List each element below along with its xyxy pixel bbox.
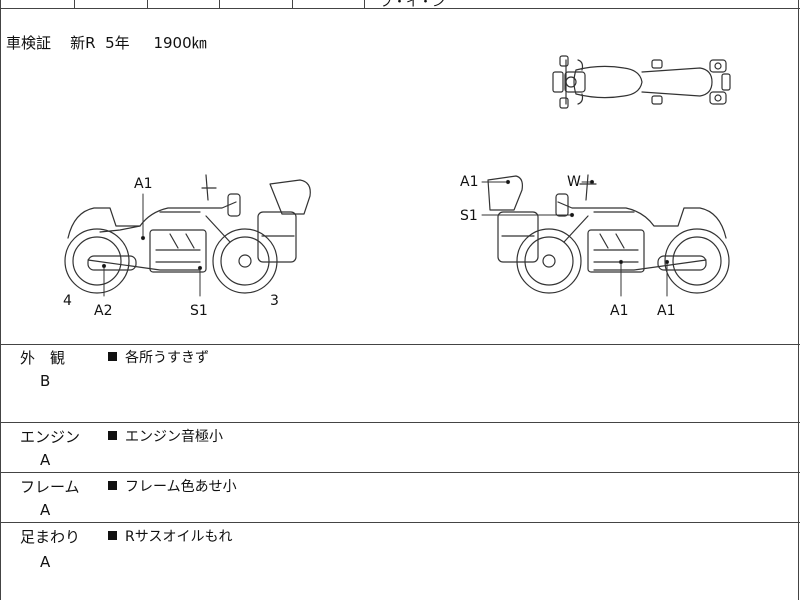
damage-label-s1: S1: [460, 208, 478, 224]
bullet-square-icon: [108, 352, 117, 361]
damage-label-w: W: [567, 174, 581, 190]
top-cell-divider: [364, 0, 365, 8]
condition-note-text: 各所うすきず: [125, 350, 209, 366]
mileage: 1900㎞: [153, 34, 207, 52]
inspection-info: 車検証 新R 5年 1900㎞: [6, 32, 207, 53]
bullet-square-icon: [108, 431, 117, 440]
condition-grade-frame: A: [40, 501, 51, 519]
bullet-square-icon: [108, 531, 117, 540]
condition-category-engine: エンジン: [20, 428, 81, 446]
damage-label-s1: S1: [190, 303, 208, 319]
condition-note-suspension: Rサスオイルもれ: [108, 528, 232, 546]
condition-note-text: エンジン音極小: [125, 429, 223, 445]
top-cell-divider: [292, 0, 293, 8]
motorcycle-left-side-view-icon: [64, 174, 311, 294]
condition-note-text: フレーム色あせ小: [125, 479, 237, 495]
top-strip-bottom-border: [0, 8, 800, 9]
inspection-years: 5年: [105, 34, 130, 52]
damage-leader-lines: [101, 179, 670, 297]
inspection-label: 車検証: [6, 34, 52, 52]
condition-note-exterior: 各所うすきず: [108, 349, 209, 367]
condition-category-exterior: 外 観: [20, 349, 66, 367]
motorcycle-top-view-icon: [552, 55, 731, 109]
condition-note-text: Rサスオイルもれ: [125, 529, 233, 545]
condition-category-frame: フレーム: [20, 478, 80, 496]
motorcycle-damage-diagram: [64, 55, 731, 297]
diagram-bottom-border: [0, 344, 800, 345]
top-cell-divider: [219, 0, 220, 8]
damage-label-a1: A1: [657, 303, 676, 319]
condition-category-suspension: 足まわり: [20, 528, 81, 546]
condition-note-engine: エンジン音極小: [108, 428, 223, 446]
frame-left-border: [0, 0, 1, 600]
row-divider: [0, 522, 800, 523]
condition-grade-suspension: A: [40, 553, 51, 571]
top-cell-divider: [147, 0, 148, 8]
condition-note-frame: フレーム色あせ小: [108, 478, 237, 496]
row-divider: [0, 472, 800, 473]
damage-label-a1: A1: [134, 176, 153, 192]
top-strip-partial-text: ブ・イ・ン: [380, 0, 446, 10]
bullet-square-icon: [108, 481, 117, 490]
condition-grade-exterior: B: [40, 372, 51, 390]
damage-label-3: 3: [270, 293, 279, 309]
motorcycle-right-side-view-icon: [487, 174, 730, 294]
damage-label-4: 4: [63, 293, 72, 309]
damage-label-a1: A1: [610, 303, 629, 319]
inspection-model: 新R: [70, 34, 96, 52]
row-divider: [0, 422, 800, 423]
condition-grade-engine: A: [40, 451, 51, 469]
damage-label-a2: A2: [94, 303, 113, 319]
frame-right-border: [798, 0, 799, 600]
top-cell-divider: [74, 0, 75, 8]
damage-label-a1: A1: [460, 174, 479, 190]
